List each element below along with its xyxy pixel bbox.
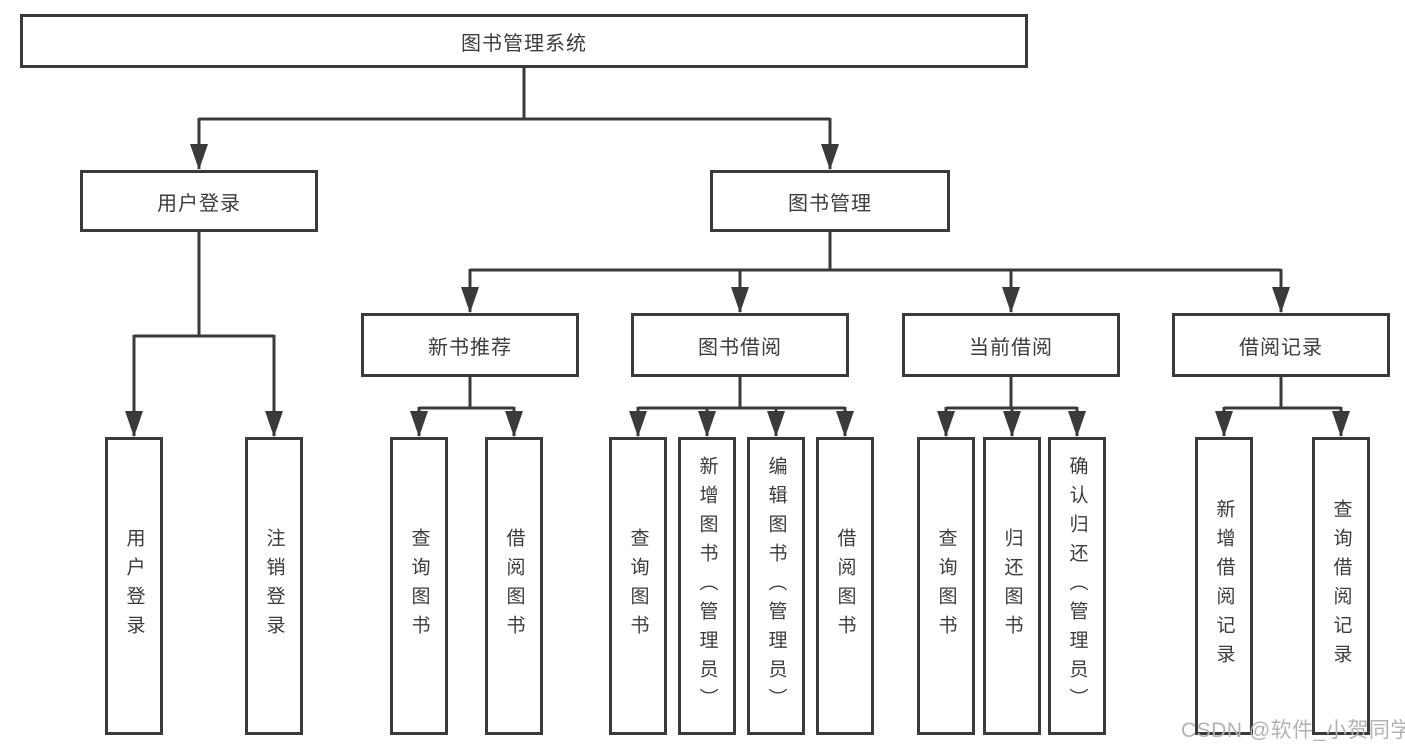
node-new-book-recommend: 新书推荐 (361, 313, 579, 377)
node-user-login-group-label: 用户登录 (157, 192, 241, 215)
leaf-borrow-borrow-books: 借阅图书 (816, 437, 874, 735)
node-root-system: 图书管理系统 (20, 14, 1028, 68)
leaf-borrow-borrow-books-label: 借阅图书 (834, 528, 856, 644)
leaf-user-login-label: 用户登录 (123, 528, 145, 644)
node-borrowing-records-label: 借阅记录 (1239, 336, 1323, 359)
node-book-management-group-label: 图书管理 (788, 192, 872, 215)
leaf-add-borrow-record-label: 新增借阅记录 (1213, 499, 1235, 673)
leaf-current-query-books-label: 查询图书 (935, 528, 957, 644)
leaf-query-borrow-record: 查询借阅记录 (1312, 437, 1370, 735)
node-current-borrowing: 当前借阅 (902, 313, 1120, 377)
node-current-borrowing-label: 当前借阅 (969, 336, 1053, 359)
leaf-borrow-query-books-label: 查询图书 (627, 528, 649, 644)
leaf-current-query-books: 查询图书 (917, 437, 975, 735)
leaf-return-books: 归还图书 (983, 437, 1041, 735)
node-root-system-label: 图书管理系统 (461, 32, 587, 55)
leaf-query-borrow-record-label: 查询借阅记录 (1330, 499, 1352, 673)
leaf-borrow-query-books: 查询图书 (609, 437, 667, 735)
node-book-management-group: 图书管理 (710, 170, 950, 232)
leaf-confirm-return-admin-label: 确认归还（管理员） (1066, 455, 1088, 717)
leaf-newbook-query-books: 查询图书 (390, 437, 448, 735)
leaf-newbook-query-books-label: 查询图书 (408, 528, 430, 644)
leaf-edit-books-admin-label: 编辑图书（管理员） (765, 455, 787, 717)
node-user-login-group: 用户登录 (80, 170, 318, 232)
node-borrowing-records: 借阅记录 (1172, 313, 1390, 377)
csdn-watermark: CSDN @软件_小贺同学 (1181, 719, 1405, 742)
leaf-newbook-borrow-books: 借阅图书 (485, 437, 543, 735)
leaf-add-borrow-record: 新增借阅记录 (1195, 437, 1253, 735)
leaf-logout: 注销登录 (245, 437, 303, 735)
leaf-user-login: 用户登录 (105, 437, 163, 735)
leaf-return-books-label: 归还图书 (1001, 528, 1023, 644)
node-book-borrowing-label: 图书借阅 (698, 336, 782, 359)
leaf-newbook-borrow-books-label: 借阅图书 (503, 528, 525, 644)
node-book-borrowing: 图书借阅 (631, 313, 849, 377)
leaf-edit-books-admin: 编辑图书（管理员） (747, 437, 805, 735)
node-new-book-recommend-label: 新书推荐 (428, 336, 512, 359)
leaf-confirm-return-admin: 确认归还（管理员） (1048, 437, 1106, 735)
leaf-add-books-admin: 新增图书（管理员） (678, 437, 736, 735)
leaf-logout-label: 注销登录 (263, 528, 285, 644)
leaf-add-books-admin-label: 新增图书（管理员） (696, 455, 718, 717)
